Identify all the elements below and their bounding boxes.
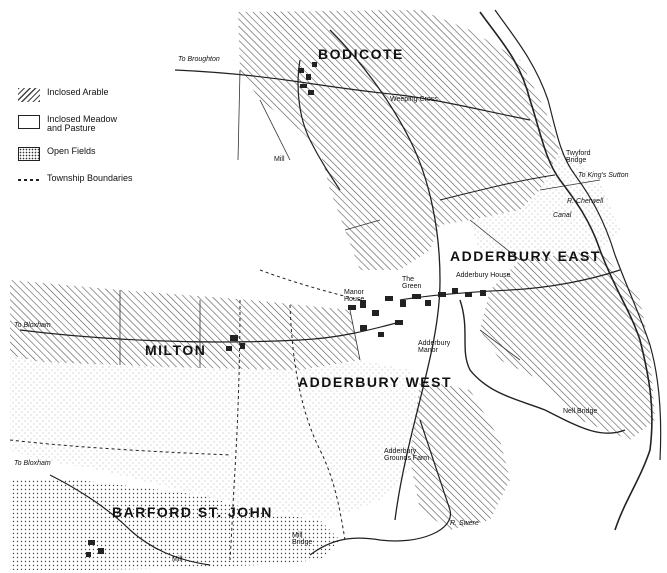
legend-label-boundaries: Township Boundaries [47,172,133,183]
road-barford [49,474,211,566]
river-swere [459,299,626,434]
label-nell-bridge: Nell Bridge [563,408,598,415]
village-barford [86,540,104,557]
road-north-south [329,29,441,521]
map-legend: Inclosed Arable Inclosed Meadow and Past… [18,87,218,196]
label-canal: Canal [553,212,572,219]
boundary-swatch-icon [18,178,40,181]
label-to-kings-sutton: To King's Sutton [578,172,629,179]
township-boundary-3 [9,439,231,456]
arable-area-south [410,380,510,530]
open-fields-swatch-icon [18,146,40,161]
road-bodicote [174,69,531,121]
legend-label-meadow: Inclosed Meadow and Pasture [47,114,118,134]
arable-area-west [10,280,360,370]
canal [494,9,662,461]
township-boundary-2 [289,304,346,541]
place-adderbury-west: ADDERBURY WEST [298,374,453,390]
label-to-bloxham: To Bloxham [14,322,51,329]
stream-south [309,419,451,556]
label-r-cherwell: R. Cherwell [567,198,604,205]
place-barford-st-john: BARFORD ST. JOHN [112,504,273,520]
arable-swatch-icon [18,88,40,102]
field-lines [119,69,601,368]
label-to-bloxham-south: To Bloxham [14,460,51,467]
legend-label-arable: Inclosed Arable [47,87,109,97]
label-manor-house: Manor House [344,289,365,303]
label-r-swere: R. Swere [450,520,479,527]
label-mill-bridge: Mill Bridge [292,532,313,546]
label-adderbury-manor: Adderbury Manor [418,340,451,354]
meadow-area-center [10,355,420,520]
legend-row-meadow: Inclosed Meadow and Pasture [18,114,218,134]
place-bodicote: BODICOTE [318,46,404,62]
road-adderbury-east [399,269,621,301]
legend-label-open-fields: Open Fields [47,145,96,156]
arable-area-east [480,250,655,440]
legend-row-boundaries: Township Boundaries [18,172,218,183]
arable-area-north [238,10,560,270]
label-to-broughton: To Broughton [178,56,220,63]
place-adderbury-east: ADDERBURY EAST [450,248,601,264]
meadow-area-northeast [470,150,620,260]
road-to-twyford [439,174,556,201]
label-adderbury-grounds-farm: Adderbury Grounds Farm [384,448,430,462]
river-cherwell [479,11,653,531]
township-boundary-4 [259,269,361,301]
legend-row-open-fields: Open Fields [18,145,218,161]
open-fields-barford [10,478,340,570]
road-west [19,321,401,343]
label-adderbury-house: Adderbury House [456,272,511,279]
village-bodicote [298,62,317,95]
label-mill-bodicote: Mill [274,156,285,163]
label-the-green: The Green [402,276,422,290]
legend-row-arable: Inclosed Arable [18,87,218,102]
meadow-swatch-icon [18,115,40,129]
village-adderbury [348,288,486,337]
place-milton: MILTON [145,342,207,358]
stream-bodicote [297,59,341,191]
label-twyford-bridge: Twyford Bridge [566,150,591,164]
label-mill-barford: Mill [172,556,183,563]
label-weeping-cross: Weeping Cross [390,96,438,103]
village-milton [226,335,245,351]
